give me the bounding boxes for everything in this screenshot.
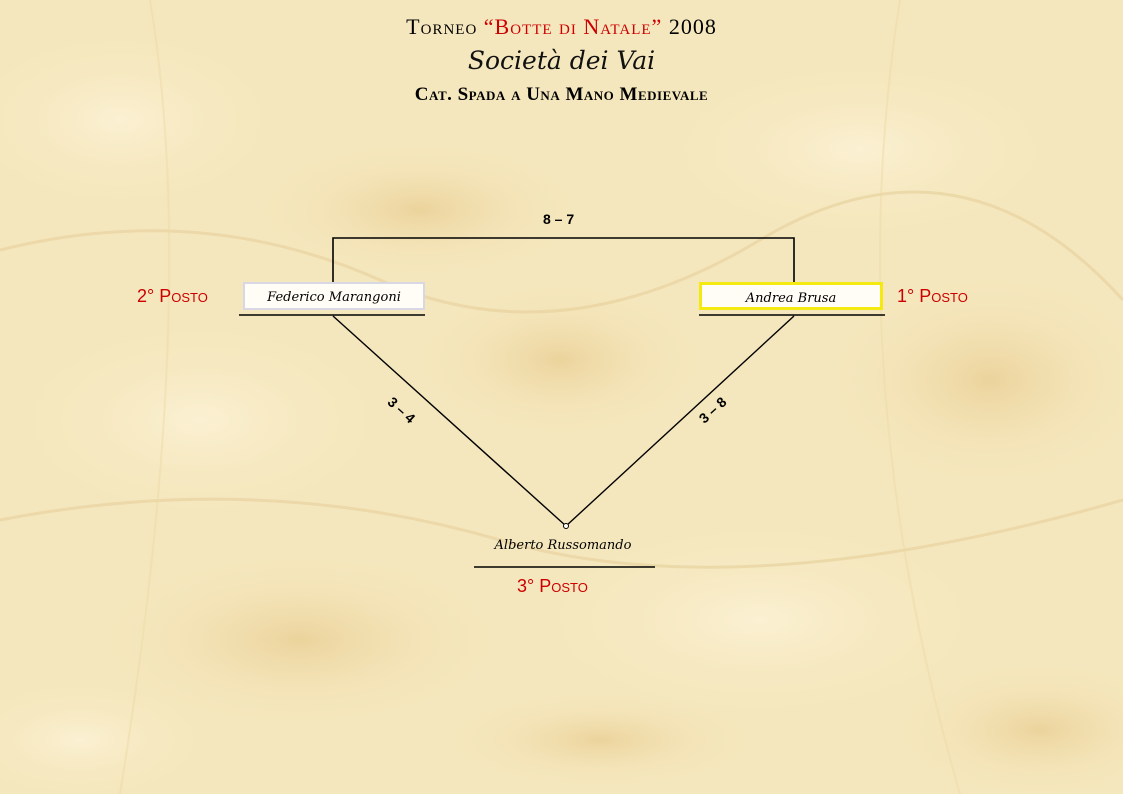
- first-place-label: 1° Posto: [897, 286, 968, 306]
- first-place-name-box: Andrea Brusa: [699, 282, 883, 310]
- title-prefix: Torneo: [406, 14, 478, 39]
- right-match-line: [565, 315, 795, 527]
- left-match-line: [332, 315, 567, 527]
- title-highlight: “Botte di Natale”: [483, 14, 663, 39]
- bracket-junction: [563, 523, 569, 529]
- society-name: Società dei Vai: [467, 46, 656, 75]
- final-score: 8 – 7: [543, 211, 575, 227]
- third-place-name: Alberto Russomando: [494, 538, 632, 553]
- third-place-label: 3° Posto: [517, 576, 588, 596]
- final-connector-line: [332, 237, 795, 282]
- second-place-name-box: Federico Marangoni: [243, 282, 425, 310]
- title-year: 2008: [668, 14, 717, 39]
- tournament-title: Torneo “Botte di Natale” 2008: [0, 14, 1123, 40]
- second-place-label: 2° Posto: [137, 286, 208, 306]
- category-heading: Cat. Spada a Una Mano Medievale: [414, 84, 709, 105]
